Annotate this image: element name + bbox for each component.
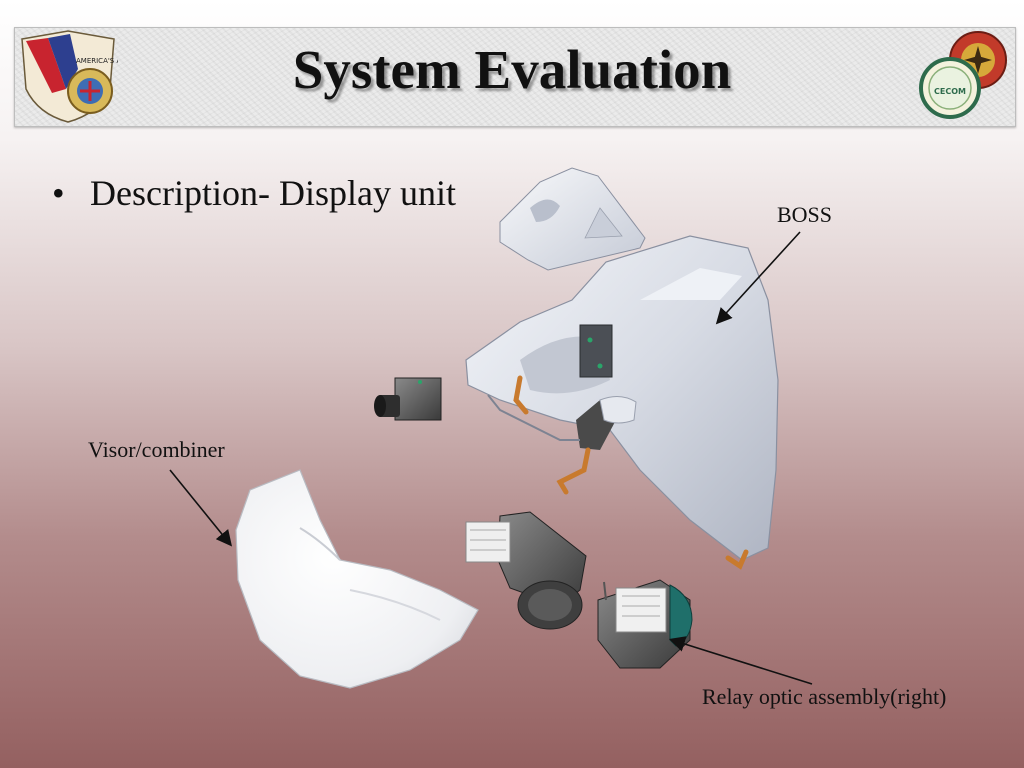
boss-housing-part bbox=[465, 235, 779, 570]
cecom-emblem-icon: CECOM bbox=[919, 31, 1007, 119]
page-title: System Evaluation bbox=[292, 39, 732, 100]
left-logo-text: AMERICA'S ARSENAL FOR THE BRAVE bbox=[76, 57, 118, 65]
small-optic-module-part bbox=[374, 377, 442, 421]
bullet-dot-icon: • bbox=[52, 173, 65, 213]
relay-leader-arrow bbox=[668, 636, 813, 685]
visor-label: Visor/combiner bbox=[88, 437, 225, 462]
visor-leader-arrow bbox=[169, 469, 233, 547]
header-banner bbox=[14, 27, 1016, 127]
bullet-text: Description- Display unit bbox=[90, 173, 456, 213]
right-logo-text: CECOM bbox=[934, 87, 966, 96]
relay-optic-right-part bbox=[597, 579, 693, 669]
visor-combiner-part bbox=[235, 469, 479, 689]
relay-optic-center-part bbox=[465, 511, 587, 630]
bullet-point: • Description- Display unit bbox=[52, 172, 456, 214]
army-shield-emblem-icon: AMERICA'S ARSENAL FOR THE BRAVE bbox=[21, 30, 118, 123]
boss-leader-arrow bbox=[715, 231, 801, 325]
boss-label: BOSS bbox=[777, 202, 833, 227]
top-cover-part bbox=[499, 167, 646, 271]
relay-label: Relay optic assembly(right) bbox=[702, 684, 947, 709]
